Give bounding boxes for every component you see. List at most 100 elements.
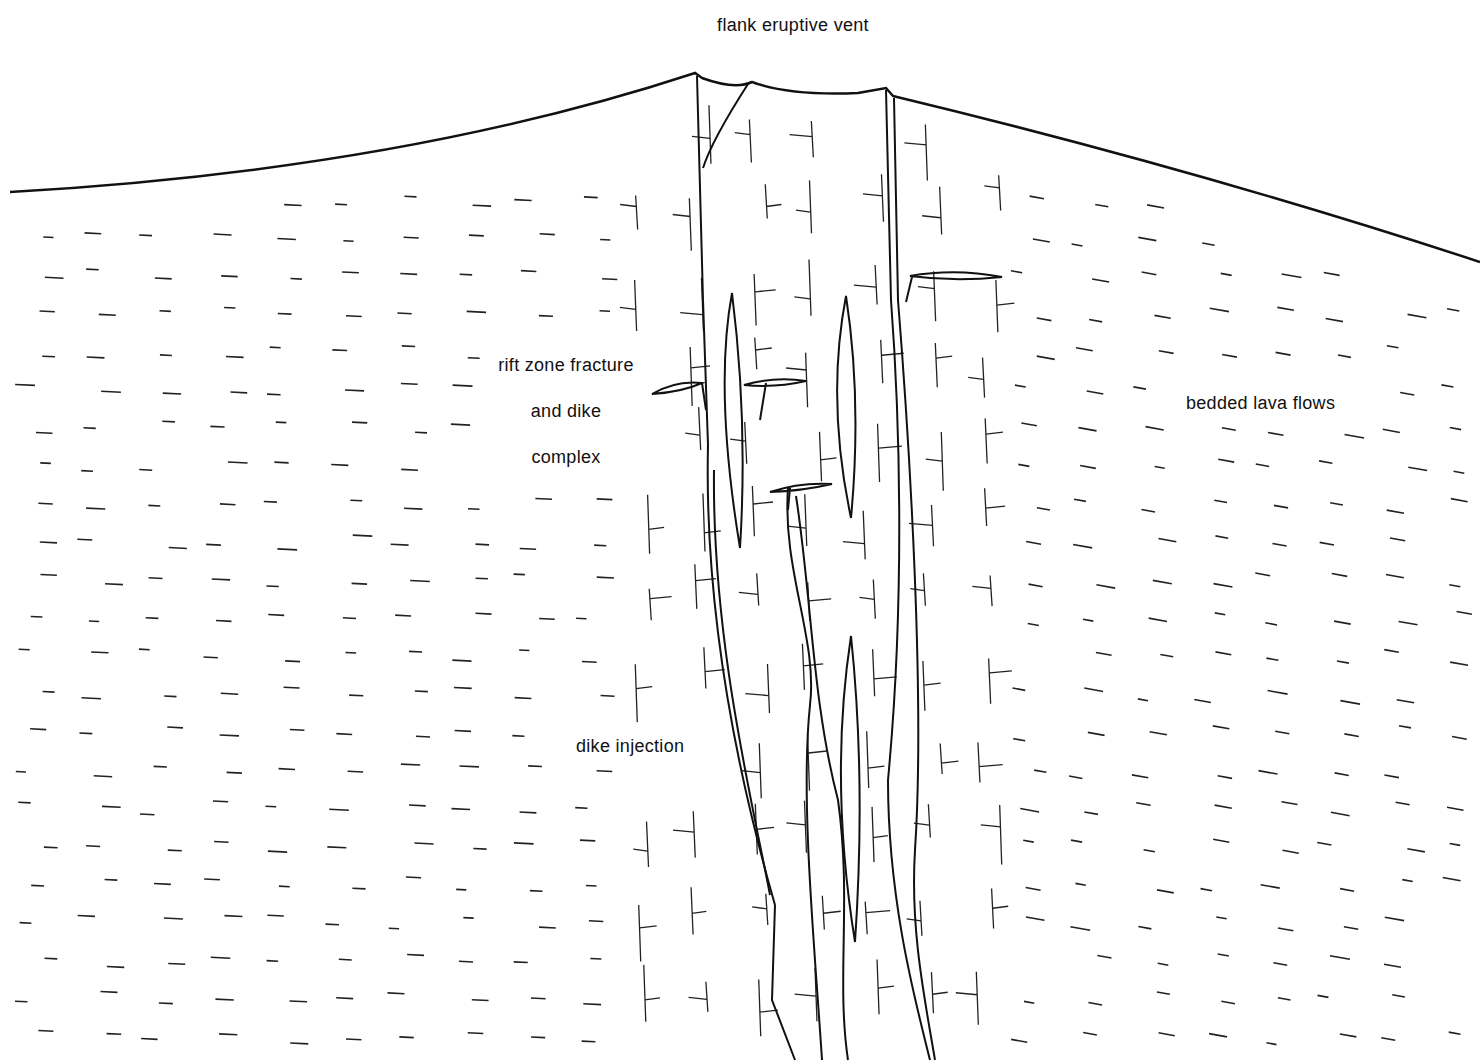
lava-bedding-dash xyxy=(1392,995,1405,997)
lava-bedding-dash xyxy=(459,960,473,962)
lava-bedding-dash xyxy=(1024,1001,1034,1003)
lava-bedding-dash xyxy=(453,384,473,387)
lava-bedding-dash xyxy=(1326,319,1343,322)
lava-bedding-dash xyxy=(1340,889,1354,892)
lava-bedding-dash xyxy=(105,583,123,585)
lava-bedding-dash xyxy=(409,804,426,806)
lava-bedding-dash xyxy=(31,885,44,887)
fracture-mark xyxy=(822,896,840,930)
fracture-mark xyxy=(735,120,752,163)
lava-bedding-dash xyxy=(388,992,405,994)
lava-bedding-dash xyxy=(586,885,597,887)
fracture-mark xyxy=(689,982,708,1012)
lava-bedding-dash xyxy=(540,233,555,235)
fracture-mark xyxy=(673,198,692,251)
lava-bedding-dash xyxy=(268,614,284,616)
lava-bedding-dash xyxy=(214,841,228,843)
lava-bedding-dash xyxy=(391,543,409,545)
lava-bedding-dash xyxy=(1408,314,1427,317)
lava-bedding-dash xyxy=(1258,771,1277,774)
lava-bedding-dash xyxy=(276,421,286,423)
lava-bedding-dash xyxy=(1451,499,1468,502)
lava-bedding-dash xyxy=(40,541,57,543)
lava-bedding-dash xyxy=(1283,850,1299,853)
lava-bedding-dash xyxy=(451,423,470,426)
lava-bedding-dash xyxy=(87,356,105,358)
lava-bedding-dash xyxy=(1265,623,1277,625)
lava-bedding-dash xyxy=(149,577,163,579)
lava-bedding-dash xyxy=(467,311,486,314)
lava-bedding-dash xyxy=(1096,653,1112,656)
lava-bedding-dash xyxy=(267,914,283,916)
lava-bedding-dash xyxy=(404,236,419,238)
lava-bedding-dash xyxy=(1083,619,1093,621)
lava-bedding-dash xyxy=(583,1003,601,1005)
lava-bedding-dash xyxy=(274,461,288,463)
lava-bedding-dash xyxy=(349,694,363,696)
lava-bedding-dash xyxy=(291,278,302,280)
lava-bedding-dash xyxy=(105,879,118,881)
lava-bedding-dash xyxy=(1324,272,1340,275)
lava-bedding-dash xyxy=(139,234,152,236)
lava-bedding-dash xyxy=(1218,954,1229,956)
fracture-mark xyxy=(808,582,831,621)
lava-bedding-dash xyxy=(227,772,242,774)
lava-bedding-dash xyxy=(521,270,536,272)
fracture-mark xyxy=(922,187,942,235)
lava-bedding-dash xyxy=(224,915,242,917)
fracture-mark xyxy=(877,960,894,1015)
lava-bedding-dash xyxy=(1157,890,1174,893)
lava-bedding-dash xyxy=(1275,731,1289,734)
lava-bedding-dash xyxy=(343,617,356,619)
lava-bedding-dash xyxy=(1076,348,1093,351)
lava-bedding-dash xyxy=(160,354,172,356)
lava-bedding-dash xyxy=(99,314,116,316)
lava-bedding-dash xyxy=(1158,539,1176,542)
lava-bedding-dash xyxy=(1210,308,1229,311)
lava-bedding-dash xyxy=(169,547,187,550)
lava-bedding-dash xyxy=(1345,434,1365,438)
fracture-mark xyxy=(992,889,1009,929)
lava-bedding-dash xyxy=(45,957,58,959)
lava-bedding-dash xyxy=(1069,776,1082,778)
lava-bedding-dash xyxy=(1385,917,1404,920)
lava-bedding-dash xyxy=(463,917,473,919)
lava-bedding-dash xyxy=(290,729,305,731)
lava-bedding-dash xyxy=(40,462,51,464)
fracture-mark xyxy=(972,576,992,607)
lava-bedding-dash xyxy=(1386,575,1404,578)
lava-bedding-dash xyxy=(1028,624,1039,626)
label-holder: dike injection xyxy=(573,735,687,757)
lava-bedding-dash xyxy=(78,915,95,917)
lava-bedding-dash xyxy=(146,617,159,619)
label-holder: rift zone fracture and dike complex xyxy=(493,342,639,480)
lava-bedding-dash xyxy=(219,1033,237,1036)
lava-bedding-dash xyxy=(1153,580,1172,583)
lava-bedding-dash xyxy=(343,240,353,242)
fracture-mark xyxy=(854,265,877,304)
lava-bedding-dash xyxy=(1215,536,1228,538)
lava-bedding-dash xyxy=(1274,505,1288,508)
lava-bedding-dash xyxy=(1147,205,1164,208)
lava-bedding-dash xyxy=(1273,963,1287,965)
lava-bedding-dash xyxy=(1075,883,1085,885)
lava-bedding-dash xyxy=(1397,700,1414,703)
lava-bedding-dash xyxy=(277,548,297,551)
lava-bedding-dash xyxy=(1335,773,1349,776)
lava-bedding-dash xyxy=(1144,850,1155,852)
lava-bedding-dash xyxy=(40,310,55,312)
lava-bedding-dash xyxy=(1261,885,1280,888)
lava-bedding-dash xyxy=(86,507,105,510)
lava-bedding-dash xyxy=(1021,423,1036,426)
fracture-mark xyxy=(633,822,648,867)
lava-bedding-dash xyxy=(1084,688,1103,691)
lava-bedding-dash xyxy=(345,652,356,654)
lava-bedding-dash xyxy=(1026,888,1041,891)
lava-bedding-dash xyxy=(346,315,362,317)
fracture-mark xyxy=(648,495,665,554)
lava-bedding-dash xyxy=(350,499,362,501)
lava-bedding-dash xyxy=(1089,320,1102,322)
fracture-mark xyxy=(910,573,925,605)
lava-bedding-dash xyxy=(164,917,183,920)
